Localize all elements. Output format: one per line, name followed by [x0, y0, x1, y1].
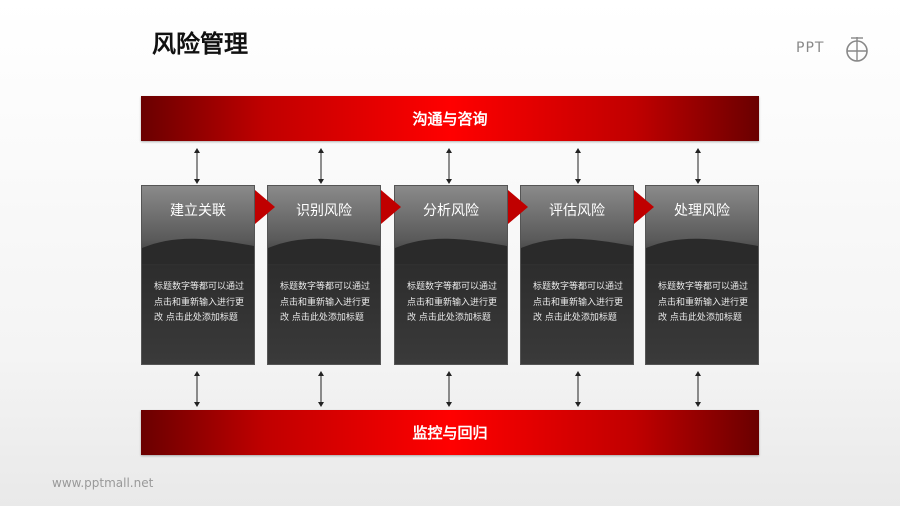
- step-label: 评估风险: [549, 203, 605, 219]
- double-arrow-icon: [194, 371, 200, 407]
- wave-decoration: [268, 238, 380, 264]
- step-label: 建立关联: [170, 203, 226, 219]
- wave-decoration: [521, 238, 633, 264]
- step-card: 评估风险 标题数字等都可以通过点击和重新输入进行更改 点击此处添加标题: [520, 185, 634, 365]
- step-description: 标题数字等都可以通过点击和重新输入进行更改 点击此处添加标题: [533, 282, 624, 323]
- step-description: 标题数字等都可以通过点击和重新输入进行更改 点击此处添加标题: [154, 282, 245, 323]
- wave-decoration: [646, 238, 758, 264]
- chevron-right-icon: [508, 190, 528, 224]
- footer-url: www.pptmall.net: [52, 476, 154, 490]
- step-label: 处理风险: [674, 203, 730, 219]
- step-card: 分析风险 标题数字等都可以通过点击和重新输入进行更改 点击此处添加标题: [394, 185, 508, 365]
- double-arrow-icon: [318, 148, 324, 184]
- ppt-mall-logo-icon: [846, 37, 868, 62]
- double-arrow-icon: [575, 148, 581, 184]
- double-arrow-icon: [695, 371, 701, 407]
- bottom-banner-label: 监控与回归: [412, 424, 488, 442]
- logo: PPT: [796, 34, 876, 64]
- double-arrow-icon: [446, 148, 452, 184]
- double-arrow-icon: [194, 148, 200, 184]
- top-banner-label: 沟通与咨询: [412, 110, 488, 128]
- wave-decoration: [395, 238, 507, 264]
- page-title: 风险管理: [152, 30, 248, 58]
- step-label: 分析风险: [423, 203, 479, 219]
- chevron-right-icon: [255, 190, 275, 224]
- step-description: 标题数字等都可以通过点击和重新输入进行更改 点击此处添加标题: [407, 282, 498, 323]
- step-description: 标题数字等都可以通过点击和重新输入进行更改 点击此处添加标题: [658, 282, 749, 323]
- step-card: 处理风险 标题数字等都可以通过点击和重新输入进行更改 点击此处添加标题: [645, 185, 759, 365]
- step-description: 标题数字等都可以通过点击和重新输入进行更改 点击此处添加标题: [280, 282, 371, 323]
- double-arrow-icon: [575, 371, 581, 407]
- chevron-right-icon: [634, 190, 654, 224]
- step-card: 识别风险 标题数字等都可以通过点击和重新输入进行更改 点击此处添加标题: [267, 185, 381, 365]
- step-label: 识别风险: [296, 203, 352, 219]
- double-arrow-icon: [446, 371, 452, 407]
- bottom-banner: 监控与回归: [141, 410, 759, 455]
- top-banner: 沟通与咨询: [141, 96, 759, 141]
- double-arrow-icon: [695, 148, 701, 184]
- chevron-right-icon: [381, 190, 401, 224]
- logo-text: PPT: [796, 40, 825, 56]
- double-arrow-icon: [318, 371, 324, 407]
- step-card: 建立关联 标题数字等都可以通过点击和重新输入进行更改 点击此处添加标题: [141, 185, 255, 365]
- wave-decoration: [142, 238, 254, 264]
